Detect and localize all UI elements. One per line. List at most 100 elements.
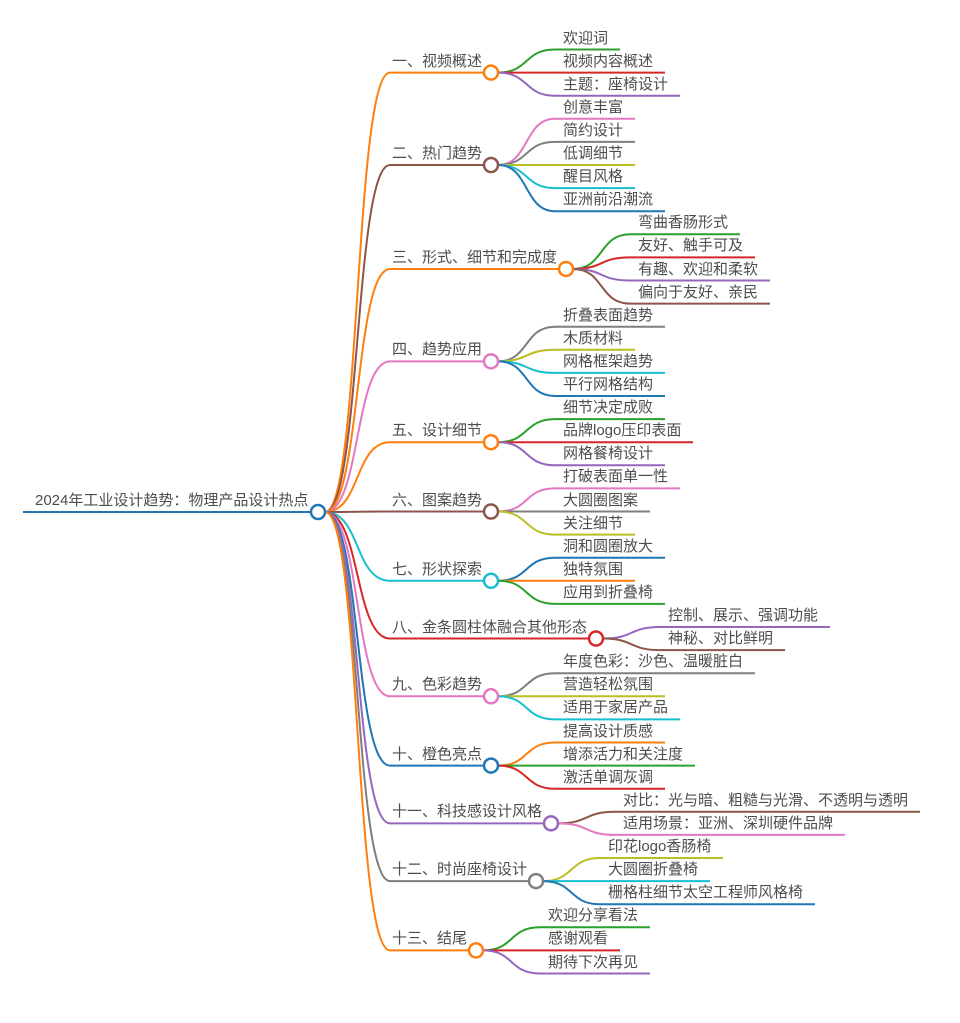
link-root-to-branch-9 bbox=[324, 511, 391, 698]
link-branch-11-to-leaf-2 bbox=[557, 822, 616, 836]
leaf-node-label: 细节决定成败 bbox=[563, 399, 654, 417]
branch-node-label: 八、金条圆柱体融合其他形态 bbox=[392, 618, 588, 636]
link-branch-8-to-leaf-1 bbox=[602, 626, 661, 640]
leaf-node-label: 大圆圈折叠椅 bbox=[608, 861, 699, 879]
leaf-node-label: 有趣、欢迎和柔软 bbox=[638, 260, 759, 278]
link-branch-4-to-leaf-4 bbox=[497, 360, 556, 397]
leaf-node-label: 欢迎分享看法 bbox=[548, 907, 639, 925]
leaf-node-label: 年度色彩：沙色、温暖脏白 bbox=[563, 653, 744, 671]
branch-node-label: 十一、科技感设计风格 bbox=[392, 803, 543, 821]
branch-node-label: 九、色彩趋势 bbox=[392, 676, 483, 694]
branch-toggle-circle[interactable] bbox=[542, 815, 560, 832]
leaf-node-label: 适用于家居产品 bbox=[563, 699, 669, 717]
root-node-label: 2024年工业设计趋势：物理产品设计热点 bbox=[35, 492, 309, 509]
link-root-to-branch-3 bbox=[324, 267, 391, 513]
leaf-node-label: 品牌logo压印表面 bbox=[563, 422, 682, 440]
branch-toggle-circle[interactable] bbox=[482, 688, 500, 705]
leaf-node-label: 偏向于友好、亲民 bbox=[638, 283, 759, 301]
leaf-node-label: 控制、展示、强调功能 bbox=[668, 607, 819, 624]
link-branch-5-to-leaf-3 bbox=[497, 441, 556, 467]
leaf-node-label: 期待下次再见 bbox=[548, 953, 639, 971]
leaf-node-label: 营造轻松氛围 bbox=[563, 676, 654, 694]
link-branch-7-to-leaf-1 bbox=[497, 556, 556, 582]
link-branch-9-to-leaf-3 bbox=[497, 695, 556, 721]
leaf-node-label: 应用到折叠椅 bbox=[563, 583, 654, 601]
leaf-node-label: 平行网格结构 bbox=[563, 376, 654, 393]
link-branch-3-to-leaf-4 bbox=[572, 267, 631, 305]
branch-toggle-circle[interactable] bbox=[557, 260, 575, 278]
leaf-node-label: 印花logo香肠椅 bbox=[608, 838, 712, 855]
link-branch-13-to-leaf-1 bbox=[482, 926, 541, 952]
leaf-node-label: 洞和圆圈放大 bbox=[563, 537, 654, 555]
leaf-node-label: 醒目风格 bbox=[563, 168, 624, 186]
link-branch-2-to-leaf-2 bbox=[497, 140, 556, 166]
link-branch-10-to-leaf-1 bbox=[497, 741, 556, 767]
leaf-node-label: 大圆圈图案 bbox=[563, 491, 639, 509]
leaf-node-label: 视频内容概述 bbox=[563, 52, 654, 70]
link-branch-11-to-leaf-1 bbox=[557, 810, 616, 825]
branch-node-label: 三、形式、细节和完成度 bbox=[392, 248, 558, 266]
link-branch-6-to-leaf-3 bbox=[497, 510, 556, 536]
link-root-to-branch-11 bbox=[324, 511, 391, 825]
branch-node-label: 二、热门趋势 bbox=[392, 145, 483, 162]
leaf-node-label: 独特氛围 bbox=[563, 560, 624, 578]
branch-node-label: 十、橙色亮点 bbox=[392, 745, 483, 763]
branch-toggle-circle[interactable] bbox=[482, 156, 500, 174]
link-branch-8-to-leaf-2 bbox=[602, 637, 661, 652]
branch-toggle-circle[interactable] bbox=[482, 433, 500, 451]
leaf-node-label: 提高设计质感 bbox=[563, 722, 654, 740]
link-root-to-branch-1 bbox=[324, 71, 391, 513]
branch-toggle-circle[interactable] bbox=[587, 630, 605, 647]
leaf-node-label: 对比：光与暗、粗糙与光滑、不透明与透明 bbox=[623, 791, 909, 809]
leaf-node-label: 关注细节 bbox=[563, 514, 624, 532]
leaf-node-label: 弯曲香肠形式 bbox=[638, 214, 729, 232]
root-toggle-circle[interactable] bbox=[309, 503, 327, 521]
leaf-node-label: 创意丰富 bbox=[563, 98, 624, 116]
leaf-node-label: 主题：座椅设计 bbox=[563, 75, 669, 93]
link-root-to-branch-12 bbox=[324, 511, 391, 883]
link-branch-1-to-leaf-1 bbox=[497, 48, 556, 74]
link-branch-7-to-leaf-3 bbox=[497, 579, 556, 605]
branch-node-label: 十三、结尾 bbox=[392, 930, 468, 948]
leaf-node-label: 网格餐椅设计 bbox=[563, 445, 654, 463]
link-branch-2-to-leaf-5 bbox=[497, 164, 556, 213]
branch-toggle-circle[interactable] bbox=[482, 757, 500, 774]
leaf-node-label: 栅格柱细节太空工程师风格椅 bbox=[608, 884, 804, 902]
leaf-node-label: 亚洲前沿潮流 bbox=[563, 191, 654, 209]
link-root-to-branch-4 bbox=[324, 360, 391, 513]
leaf-node-label: 感谢观看 bbox=[548, 930, 609, 948]
leaf-node-label: 打破表面单一性 bbox=[563, 468, 669, 486]
link-branch-10-to-leaf-3 bbox=[497, 764, 556, 790]
link-root-to-branch-2 bbox=[324, 164, 391, 513]
branch-node-label: 十二、时尚座椅设计 bbox=[392, 861, 528, 879]
link-branch-2-to-leaf-4 bbox=[497, 164, 556, 190]
leaf-node-label: 友好、触手可及 bbox=[638, 237, 744, 255]
link-branch-1-to-leaf-3 bbox=[497, 71, 556, 97]
branch-toggle-circle[interactable] bbox=[482, 353, 500, 370]
leaf-node-label: 低调细节 bbox=[563, 145, 624, 162]
leaf-node-label: 激活单调灰调 bbox=[563, 768, 654, 786]
link-root-to-branch-5 bbox=[324, 441, 391, 513]
leaf-node-label: 木质材料 bbox=[563, 329, 624, 347]
link-branch-13-to-leaf-3 bbox=[482, 949, 541, 975]
branch-node-label: 七、形状探索 bbox=[392, 560, 483, 578]
leaf-node-label: 网格框架趋势 bbox=[563, 352, 654, 370]
leaf-node-label: 神秘、对比鲜明 bbox=[668, 630, 774, 648]
branch-toggle-circle[interactable] bbox=[482, 64, 500, 81]
branch-node-label: 五、设计细节 bbox=[392, 422, 483, 440]
leaf-node-label: 增添活力和关注度 bbox=[563, 745, 684, 763]
leaf-node-label: 简约设计 bbox=[563, 121, 624, 139]
branch-toggle-circle[interactable] bbox=[467, 942, 485, 959]
branch-toggle-circle[interactable] bbox=[482, 503, 500, 520]
branch-node-label: 四、趋势应用 bbox=[392, 341, 483, 359]
branch-node-label: 一、视频概述 bbox=[392, 52, 483, 70]
link-root-to-branch-13 bbox=[324, 511, 391, 952]
leaf-node-label: 欢迎词 bbox=[563, 29, 609, 47]
link-branch-6-to-leaf-1 bbox=[497, 487, 556, 513]
branch-toggle-circle[interactable] bbox=[482, 572, 500, 590]
leaf-node-label: 适用场景：亚洲、深圳硬件品牌 bbox=[623, 814, 834, 832]
link-root-to-branch-6 bbox=[324, 510, 391, 513]
branch-toggle-circle[interactable] bbox=[527, 872, 545, 890]
